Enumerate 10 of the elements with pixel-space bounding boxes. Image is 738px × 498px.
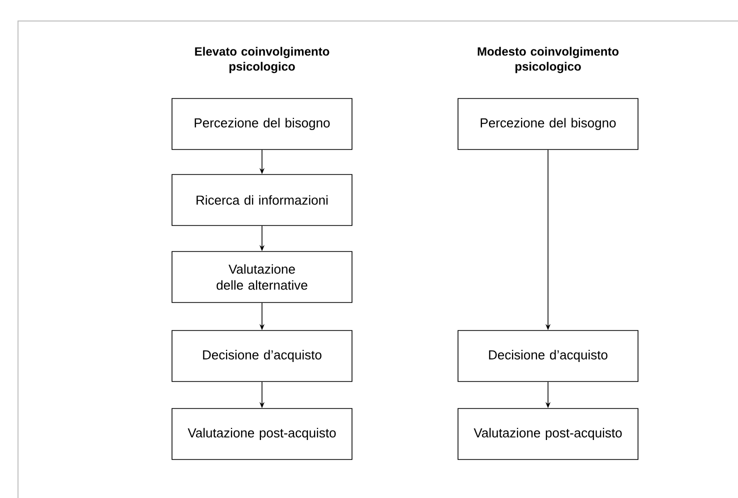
process-box: Valutazione post-acquisto — [458, 408, 638, 460]
process-box: Percezione del bisogno — [172, 98, 352, 150]
process-box: Decisione d’acquisto — [458, 330, 638, 382]
process-box: Valutazione delle alternative — [172, 251, 352, 303]
column-heading: Modesto coinvolgimento psicologico — [478, 46, 619, 74]
process-box: Decisione d’acquisto — [172, 330, 352, 382]
process-box: Valutazione post-acquisto — [172, 408, 352, 460]
process-box: Ricerca di informazioni — [172, 174, 352, 226]
process-box: Percezione del bisogno — [458, 98, 638, 150]
column-heading: Elevato coinvolgimento psicologico — [195, 46, 330, 74]
